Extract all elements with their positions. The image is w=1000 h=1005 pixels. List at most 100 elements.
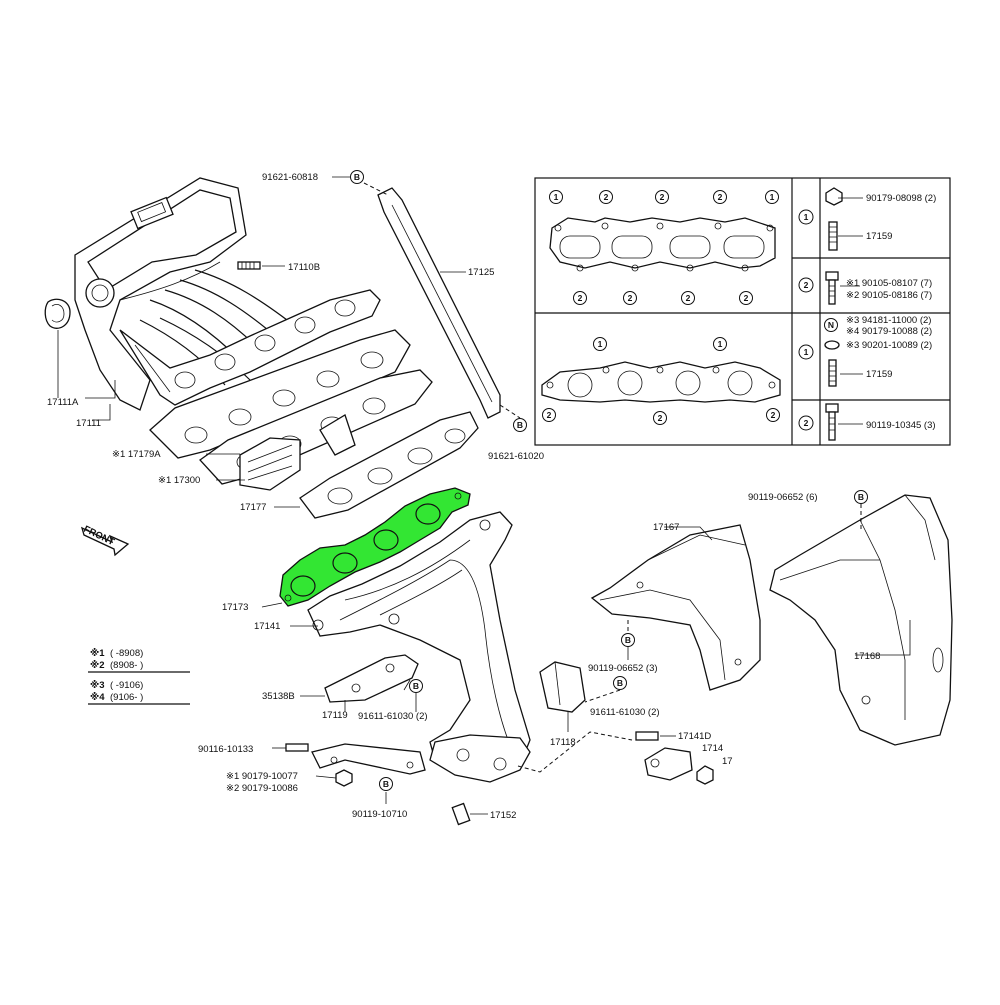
svg-text:2: 2 xyxy=(658,413,663,423)
svg-text:2: 2 xyxy=(604,192,609,202)
stay-17119 xyxy=(311,743,426,775)
label-17141: 17141 xyxy=(254,621,280,632)
label-91611-61030-b: 91611-61030 (2) xyxy=(358,711,428,722)
svg-text:1: 1 xyxy=(770,192,775,202)
tbl-90179-08098: 90179-08098 (2) xyxy=(866,193,936,204)
svg-text:1: 1 xyxy=(804,347,809,357)
b-marker-2: B xyxy=(513,418,527,432)
svg-text:B: B xyxy=(383,779,389,789)
row-marker-1a: 1 xyxy=(798,209,814,225)
label-17179a: ※1 17179A xyxy=(112,449,161,460)
bracket-17118 xyxy=(539,661,586,713)
legend-mark-2: ※2 xyxy=(90,660,105,671)
row-marker-2a: 2 xyxy=(798,277,814,293)
svg-text:2: 2 xyxy=(804,280,809,290)
label-17x: 17 xyxy=(722,756,733,767)
n-marker: N xyxy=(824,318,838,332)
tbl-90201-10089: ※3 90201-10089 (2) xyxy=(846,340,932,351)
svg-text:1: 1 xyxy=(718,339,723,349)
label-17118: 17118 xyxy=(550,737,576,748)
svg-text:2: 2 xyxy=(771,410,776,420)
label-35138b: 35138B xyxy=(262,691,295,702)
svg-text:B: B xyxy=(625,635,631,645)
legend-range-1: ( -8908) xyxy=(110,648,143,659)
svg-text:B: B xyxy=(413,681,419,691)
svg-text:1: 1 xyxy=(554,192,559,202)
leader-lines xyxy=(57,176,911,815)
label-91611-61030-a: 91611-61030 (2) xyxy=(590,707,660,718)
svg-text:2: 2 xyxy=(718,192,723,202)
stay-17125 xyxy=(377,187,501,419)
svg-text:2: 2 xyxy=(804,418,809,428)
exhaust-manifold-17141 xyxy=(307,511,531,783)
legend-range-2: (8908- ) xyxy=(110,660,143,671)
stud-17110b xyxy=(237,261,261,270)
legend: ※1 ( -8908) ※2 (8908- ) ※3 ( -9106) ※4 (… xyxy=(90,648,143,703)
svg-text:2: 2 xyxy=(628,293,633,303)
intake-gaskets xyxy=(149,329,479,519)
tbl-90105-08186: ※2 90105-08186 (7) xyxy=(846,290,932,301)
heat-insulator-17168 xyxy=(769,494,953,746)
heat-insulator-17167 xyxy=(590,524,761,691)
tbl-94181-11000: ※3 94181-11000 (2) xyxy=(846,315,931,326)
svg-text:N: N xyxy=(828,320,834,330)
tbl-17159-a: 17159 xyxy=(866,231,892,242)
tbl-90105-08107: ※1 90105-08107 (7) xyxy=(846,278,932,289)
legend-range-3: ( -9106) xyxy=(110,680,143,691)
bracket-35138b xyxy=(324,654,419,703)
tbl-17159-b: 17159 xyxy=(866,369,892,380)
svg-text:2: 2 xyxy=(578,293,583,303)
hardware xyxy=(285,731,714,826)
label-1714x: 1714 xyxy=(702,743,723,754)
label-90116-10133: 90116-10133 xyxy=(198,744,253,755)
b-markers: B B B B B B B xyxy=(350,170,868,791)
svg-text:2: 2 xyxy=(660,192,665,202)
b-marker-4: B xyxy=(621,633,635,647)
svg-text:B: B xyxy=(617,678,623,688)
b-marker-6: B xyxy=(409,679,423,693)
label-17110b: 17110B xyxy=(288,262,320,273)
b-marker-3: B xyxy=(854,490,868,504)
label-17152: 17152 xyxy=(490,810,516,821)
label-17168: 17168 xyxy=(854,651,880,662)
label-17111a: 17111A xyxy=(47,397,79,408)
intake-manifold xyxy=(44,177,381,411)
table-number-markers: 1 2 1 2 1 2 2 2 1 2 2 2 2 1 1 2 2 2 N xyxy=(542,190,838,431)
label-90119-06652-6: 90119-06652 (6) xyxy=(748,492,818,503)
svg-text:1: 1 xyxy=(598,339,603,349)
gasket-detail-table xyxy=(534,177,951,446)
label-17119: 17119 xyxy=(322,710,348,721)
svg-text:2: 2 xyxy=(547,410,552,420)
legend-mark-3: ※3 xyxy=(90,680,105,691)
svg-text:1: 1 xyxy=(804,212,809,222)
svg-text:2: 2 xyxy=(744,293,749,303)
label-90119-06652-3: 90119-06652 (3) xyxy=(588,663,658,674)
label-90179-10086: ※2 90179-10086 xyxy=(226,783,298,794)
exhaust-manifold-gasket-highlighted xyxy=(279,487,471,607)
b-marker-7: B xyxy=(379,777,393,791)
svg-text:B: B xyxy=(354,172,360,182)
row-marker-2b: 2 xyxy=(798,415,814,431)
intake-ports xyxy=(174,299,356,389)
front-label: FRONT xyxy=(82,524,116,548)
label-90119-10710: 90119-10710 xyxy=(352,809,407,820)
b-marker-1: B xyxy=(350,170,364,184)
legend-range-4: (9106- ) xyxy=(110,692,143,703)
label-17300: ※1 17300 xyxy=(158,475,200,486)
tbl-90119-10345: 90119-10345 (3) xyxy=(866,420,936,431)
label-17177: 17177 xyxy=(240,502,266,513)
front-arrow-icon: FRONT xyxy=(80,524,130,557)
b-marker-5: B xyxy=(613,676,627,690)
legend-box xyxy=(88,671,190,705)
tbl-90179-10088: ※4 90179-10088 (2) xyxy=(846,326,932,337)
label-17173: 17173 xyxy=(222,602,248,613)
callout-labels: 91621-60818 17110B 17125 91621-61020 171… xyxy=(47,172,880,821)
legend-mark-4: ※4 xyxy=(90,692,105,703)
svg-text:B: B xyxy=(858,492,864,502)
legend-mark-1: ※1 xyxy=(90,648,105,659)
table-part-numbers: 90179-08098 (2) 17159 ※1 90105-08107 (7)… xyxy=(846,193,936,431)
label-17125: 17125 xyxy=(468,267,494,278)
row-marker-1b: 1 xyxy=(798,344,814,360)
svg-text:B: B xyxy=(517,420,523,430)
